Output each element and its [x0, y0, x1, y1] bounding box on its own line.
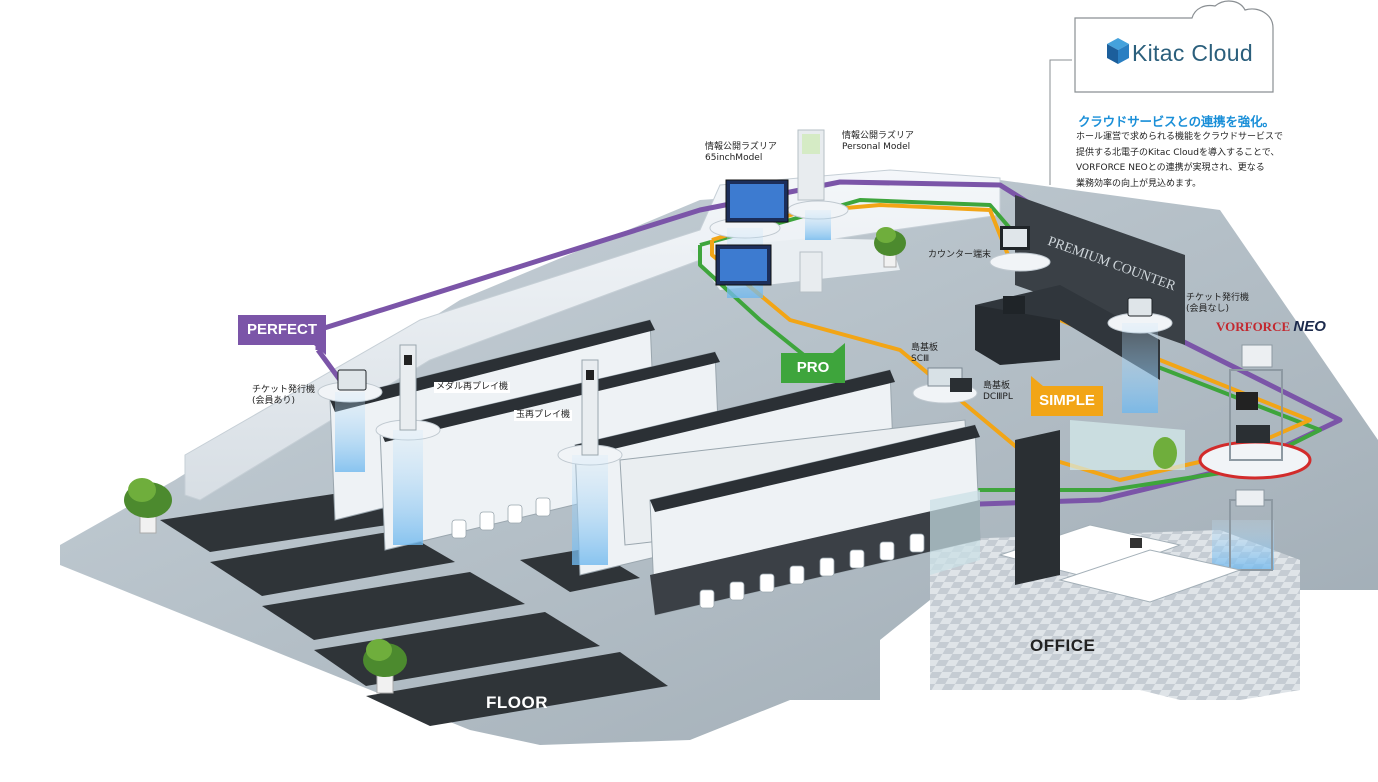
label-line: DCⅢPL	[983, 392, 1013, 402]
cloud-description: ホール運営で求められる機能をクラウドサービスで 提供する北電子のKitac Cl…	[1076, 130, 1306, 192]
area-label-office: OFFICE	[1030, 636, 1096, 655]
cloud-description-line: ホール運営で求められる機能をクラウドサービスで	[1076, 132, 1284, 142]
label-line: 島基板	[911, 343, 939, 353]
label-line: 島基板	[983, 381, 1011, 391]
label-line: 情報公開ラズリア	[705, 142, 777, 152]
tier-label: PERFECT	[246, 321, 317, 338]
label-line: 65inchModel	[705, 153, 763, 163]
product-name-suffix: NEO	[1293, 318, 1326, 335]
devices	[337, 129, 1283, 571]
label-line: チケット発行機	[1186, 293, 1250, 303]
tier-label: PRO	[796, 359, 830, 376]
kitac-cloud-box	[1074, 0, 1274, 93]
product-name-prefix: VORFORCE	[1216, 319, 1291, 334]
kitac-cloud-logo-icon	[1107, 38, 1129, 64]
plants	[124, 227, 1177, 694]
tier-badge-perfect: PERFECT	[238, 315, 326, 355]
label-line: チケット発行機	[252, 385, 316, 395]
cloud-description-line: 業務効率の向上が見込めます。	[1076, 178, 1202, 189]
tier-label: SIMPLE	[1039, 392, 1095, 409]
label-line: Personal Model	[842, 142, 911, 152]
label-line: (会員あり)	[252, 396, 296, 406]
tier-badge-simple: SIMPLE	[1031, 376, 1103, 416]
cloud-connector-line	[1049, 59, 1072, 185]
label-board-dc: 島基板 DCⅢPL	[983, 381, 1013, 403]
label-counter-terminal: カウンター端末	[928, 250, 992, 260]
label-line: SCⅢ	[911, 354, 930, 364]
label-info-personal: 情報公開ラズリア Personal Model	[842, 131, 914, 153]
kitac-cloud-brand: Kitac Cloud	[1132, 40, 1253, 66]
vorforce-neo-logo: VORFORCE NEO	[1216, 318, 1326, 335]
area-label-floor: FLOOR	[486, 693, 548, 712]
label-info-65inch: 情報公開ラズリア 65inchModel	[705, 142, 777, 164]
label-ticket-member: チケット発行機 (会員あり)	[252, 385, 315, 407]
label-ball-replay: 玉再プレイ機	[514, 410, 573, 421]
label-medal-replay: メダル再プレイ機	[434, 382, 511, 393]
machine-islands	[329, 319, 981, 616]
cloud-description-line: 提供する北電子のKitac Cloudを導入することで、	[1076, 147, 1280, 158]
cloud-description-line: VORFORCE NEOとの連携が実現され、更なる	[1076, 163, 1265, 173]
label-line: (会員なし)	[1186, 304, 1230, 314]
label-ticket-no-member: チケット発行機 (会員なし)	[1186, 293, 1249, 315]
tier-badge-pro: PRO	[781, 343, 845, 383]
label-board-sc: 島基板 SCⅢ	[911, 343, 938, 365]
cloud-headline: クラウドサービスとの連携を強化。	[1078, 114, 1275, 129]
label-line: 情報公開ラズリア	[842, 131, 914, 141]
